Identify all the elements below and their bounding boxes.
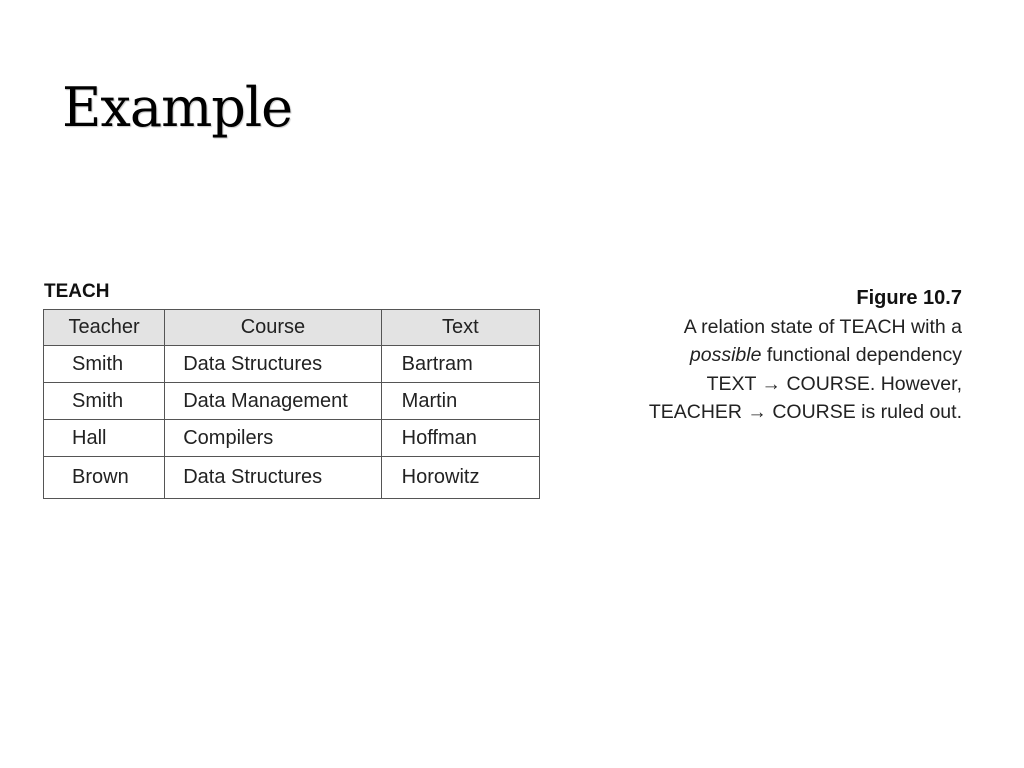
caption-line: TEXT → COURSE. However, <box>706 372 962 395</box>
column-header-text: Text <box>380 309 541 346</box>
caption-text: functional dependency <box>761 344 962 366</box>
cell-teacher: Smith <box>42 382 166 420</box>
cell-course: Data Structures <box>164 345 382 383</box>
table-row: Smith Data Structures Bartram <box>42 345 541 383</box>
caption-emphasis: possible <box>689 344 762 366</box>
teach-relation-table: Teacher Course Text Smith Data Structure… <box>42 309 541 499</box>
cell-teacher: Smith <box>42 345 166 383</box>
slide-title: Example <box>62 76 293 139</box>
figure-label: Figure 10.7 <box>856 287 962 309</box>
table-row: Smith Data Management Martin <box>42 382 541 420</box>
cell-text: Martin <box>380 382 541 420</box>
cell-course: Data Management <box>164 382 382 420</box>
cell-teacher: Brown <box>42 456 166 499</box>
caption-line: TEACHER → COURSE is ruled out. <box>648 401 962 423</box>
column-header-teacher: Teacher <box>42 309 166 346</box>
cell-text: Hoffman <box>380 419 541 457</box>
column-header-course: Course <box>164 309 382 346</box>
cell-teacher: Hall <box>42 419 166 457</box>
cell-course: Compilers <box>164 419 382 457</box>
table-header-row: Teacher Course Text <box>42 309 541 346</box>
cell-text: Horowitz <box>380 456 541 499</box>
table-row: Hall Compilers Hoffman <box>42 419 541 457</box>
relation-name: TEACH <box>44 281 110 302</box>
figure-caption: Figure 10.7 A relation state of TEACH wi… <box>582 284 962 427</box>
table-row: Brown Data Structures Horowitz <box>42 456 541 499</box>
caption-line: possible functional dependency <box>582 341 962 370</box>
cell-course: Data Structures <box>164 456 382 499</box>
caption-line: A relation state of TEACH with a <box>683 315 962 338</box>
cell-text: Bartram <box>380 345 541 383</box>
